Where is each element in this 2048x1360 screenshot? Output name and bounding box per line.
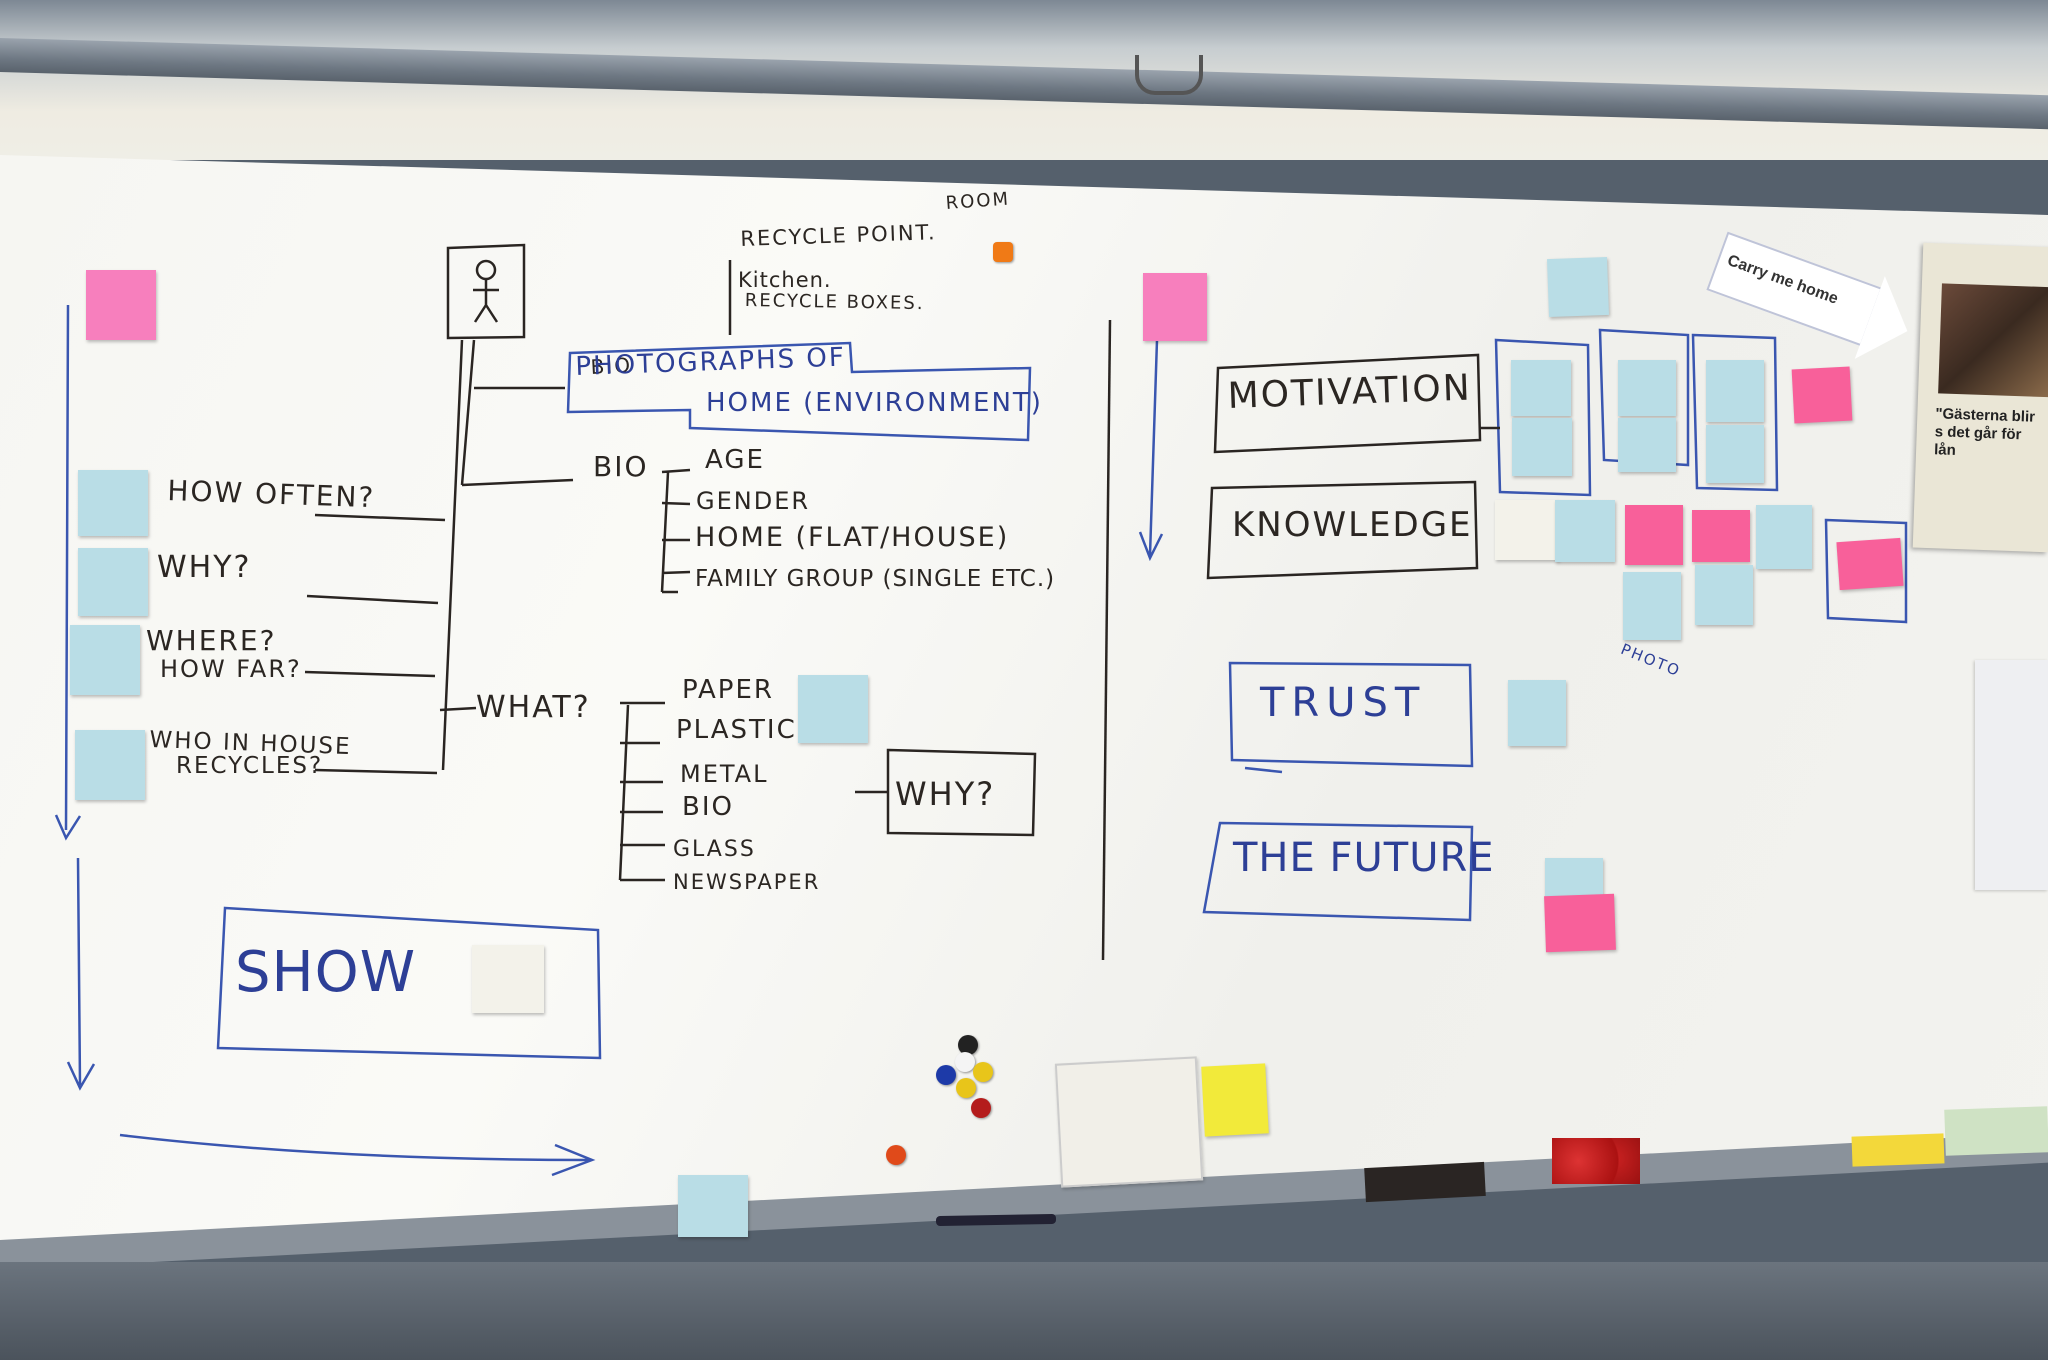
recycle-boxes-label: RECYCLE BOXES. [744, 290, 925, 315]
why-box-label: WHY? [895, 775, 996, 813]
sticky-note [472, 945, 544, 1013]
sticky-note [1508, 680, 1566, 746]
show-label: SHOW [235, 940, 417, 1005]
sticky-note [70, 625, 140, 695]
bio-item-age: AGE [705, 445, 765, 475]
yellow-box [1851, 1133, 1945, 1167]
sticky-note [1143, 273, 1207, 341]
bio-item-home: HOME (FLAT/HOUSE) [695, 522, 1010, 553]
material-glass: GLASS [673, 837, 756, 862]
whiteboard-marker[interactable] [935, 1213, 1057, 1227]
sticky-note [1544, 893, 1616, 953]
bio-label: BIO [593, 450, 649, 483]
wall-bottom [0, 1262, 2048, 1360]
sticky-note [1201, 1063, 1269, 1137]
category-the-future: THE FUTURE [1233, 835, 1495, 881]
sticky-note [1618, 418, 1676, 472]
material-metal: METAL [680, 760, 769, 788]
sticky-note [1511, 360, 1571, 416]
material-bio: BIO [682, 792, 734, 822]
material-plastic: PLASTIC [676, 715, 797, 745]
material-paper: PAPER [682, 675, 774, 705]
what-label: WHAT? [476, 690, 591, 725]
sticky-note [78, 470, 148, 536]
sticky-note [1555, 500, 1615, 562]
sticky-note [1625, 505, 1683, 565]
category-trust: TRUST [1260, 680, 1427, 726]
sticky-note [1545, 858, 1603, 898]
sticky-note [1756, 505, 1812, 569]
category-motivation: MOTIVATION [1227, 367, 1473, 417]
sticky-note [1547, 256, 1609, 318]
whiteboard-eraser[interactable] [1364, 1161, 1486, 1203]
question-where: WHERE? [146, 624, 277, 657]
sticky-note [1706, 360, 1764, 422]
sticky-note [78, 548, 148, 616]
green-box [1944, 1106, 2048, 1156]
sticky-note [1623, 572, 1681, 640]
newspaper-headline: "Gästerna blir s det går för lån [1933, 405, 2036, 459]
magnet [993, 242, 1013, 262]
paper-sheet [1975, 660, 2048, 890]
red-figurine [1552, 1138, 1640, 1184]
sticky-note [86, 270, 156, 340]
newspaper-clipping: "Gästerna blir s det går för lån [1912, 242, 2048, 553]
sticky-note [1706, 425, 1764, 483]
sticky-note [1791, 366, 1853, 424]
marker-holder [1054, 1056, 1204, 1188]
bio-item-family-group: FAMILY GROUP (SINGLE ETC.) [695, 566, 1056, 592]
question-recycles: RECYCLES? [176, 753, 324, 779]
bio-item-gender: GENDER [696, 487, 811, 515]
sticky-note [1695, 565, 1753, 625]
whiteboard [0, 155, 2048, 1255]
kitchen-label: Kitchen. [738, 268, 832, 292]
sticky-note [798, 675, 868, 743]
magnet [971, 1098, 991, 1118]
hanging-hook [1135, 55, 1203, 95]
sticky-note [1692, 510, 1750, 562]
magnet [956, 1078, 976, 1098]
magnet [936, 1065, 956, 1085]
room-label: ROOM [945, 188, 1011, 214]
material-newspaper: NEWSPAPER [673, 870, 821, 894]
category-knowledge: KNOWLEDGE [1232, 505, 1473, 545]
question-how-far: HOW FAR? [160, 655, 302, 683]
magnet [973, 1062, 993, 1082]
photographs-line2: HOME (ENVIRONMENT) [706, 388, 1043, 418]
newspaper-photo [1938, 283, 2048, 398]
magnet [955, 1052, 975, 1072]
sticky-note [678, 1175, 748, 1237]
magnet [958, 1035, 978, 1055]
sticky-note [1618, 360, 1676, 416]
sticky-note [1836, 537, 1904, 591]
sticky-note [1495, 500, 1559, 560]
question-why: WHY? [157, 550, 252, 585]
sticky-note [1512, 418, 1572, 476]
sticky-note [75, 730, 145, 800]
magnet [886, 1145, 906, 1165]
